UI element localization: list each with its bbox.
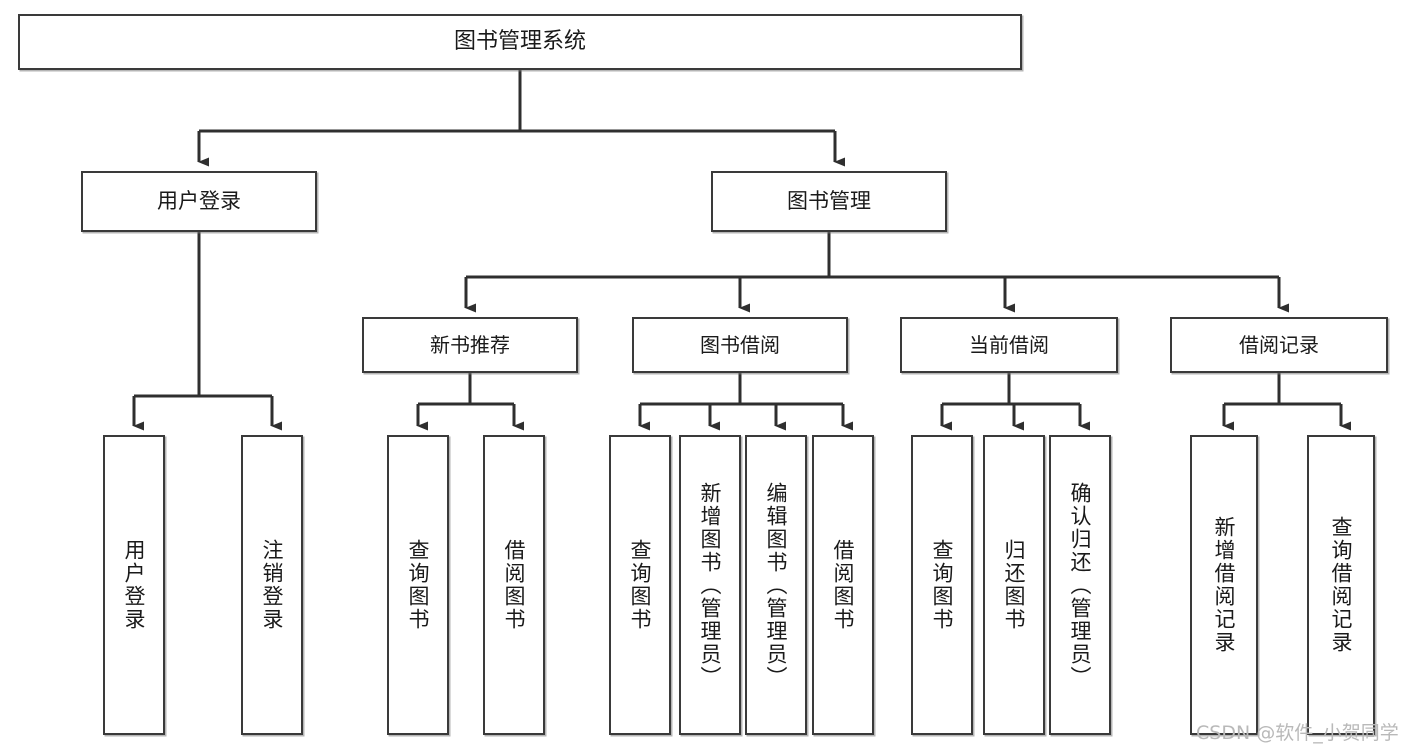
node-leaf-br-query-book-label: 查询图书 [628, 539, 653, 631]
node-leaf-user-logout[interactable]: 注销登录 [241, 435, 303, 735]
node-leaf-br-edit-book[interactable]: 编辑图书（管理员） [745, 435, 807, 735]
node-borrow-record[interactable]: 借阅记录 [1170, 317, 1388, 373]
node-book-borrow-label: 图书借阅 [700, 332, 780, 357]
node-leaf-br-add-book-label: 新增图书（管理员） [698, 481, 723, 689]
node-root-label: 图书管理系统 [453, 29, 586, 55]
node-leaf-user-login-label: 用户登录 [122, 539, 147, 631]
node-leaf-br-borrow-book[interactable]: 借阅图书 [812, 435, 874, 735]
node-root[interactable]: 图书管理系统 [18, 14, 1022, 70]
node-user-login[interactable]: 用户登录 [81, 171, 317, 232]
node-leaf-cur-return-book-label: 归还图书 [1002, 539, 1027, 631]
node-leaf-rec-add-record[interactable]: 新增借阅记录 [1190, 435, 1258, 735]
node-leaf-cur-query-book[interactable]: 查询图书 [911, 435, 973, 735]
node-leaf-rec-query-book[interactable]: 查询图书 [387, 435, 449, 735]
node-leaf-rec-query-record[interactable]: 查询借阅记录 [1307, 435, 1375, 735]
node-leaf-cur-confirm-label: 确认归还（管理员） [1068, 481, 1093, 689]
node-leaf-rec-borrow-book-label: 借阅图书 [502, 539, 527, 631]
node-leaf-cur-confirm[interactable]: 确认归还（管理员） [1049, 435, 1111, 735]
node-leaf-rec-add-record-label: 新增借阅记录 [1212, 516, 1237, 654]
node-borrow-record-label: 借阅记录 [1239, 332, 1319, 357]
node-leaf-br-edit-book-label: 编辑图书（管理员） [764, 481, 789, 689]
node-new-book-rec-label: 新书推荐 [430, 332, 510, 357]
node-book-borrow[interactable]: 图书借阅 [632, 317, 848, 373]
node-current-borrow-label: 当前借阅 [969, 332, 1049, 357]
node-leaf-br-borrow-book-label: 借阅图书 [831, 539, 856, 631]
node-leaf-cur-return-book[interactable]: 归还图书 [983, 435, 1045, 735]
node-leaf-rec-query-book-label: 查询图书 [406, 539, 431, 631]
node-user-login-label: 用户登录 [157, 189, 241, 214]
node-leaf-br-query-book[interactable]: 查询图书 [609, 435, 671, 735]
node-leaf-br-add-book[interactable]: 新增图书（管理员） [679, 435, 741, 735]
node-leaf-rec-borrow-book[interactable]: 借阅图书 [483, 435, 545, 735]
node-leaf-rec-query-record-label: 查询借阅记录 [1329, 516, 1354, 654]
node-current-borrow[interactable]: 当前借阅 [900, 317, 1118, 373]
node-leaf-user-logout-label: 注销登录 [260, 539, 285, 631]
csdn-watermark: CSDN @软件_小贺同学 [1196, 722, 1399, 744]
node-book-manage[interactable]: 图书管理 [711, 171, 947, 232]
node-leaf-user-login[interactable]: 用户登录 [103, 435, 165, 735]
node-new-book-rec[interactable]: 新书推荐 [362, 317, 578, 373]
node-book-manage-label: 图书管理 [787, 189, 871, 214]
node-leaf-cur-query-book-label: 查询图书 [930, 539, 955, 631]
